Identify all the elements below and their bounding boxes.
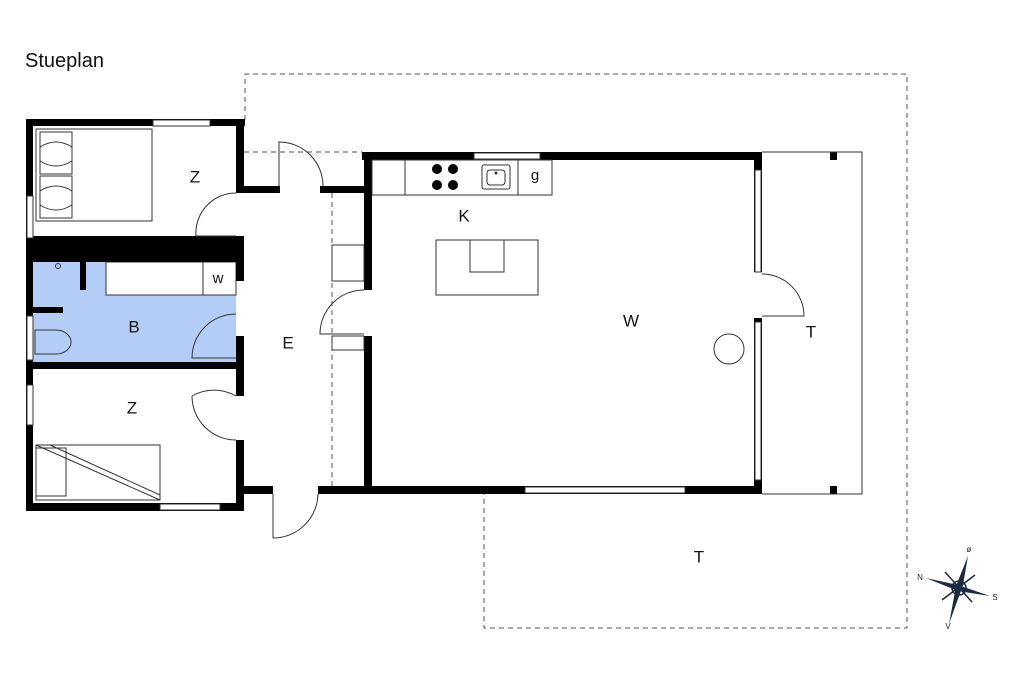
room-label-covered-terrace: T xyxy=(806,322,816,341)
plan-title: Stueplan xyxy=(25,50,104,72)
room-label-bedroom-top: Z xyxy=(190,167,200,186)
roof-outline xyxy=(244,73,908,629)
room-label-washer: w xyxy=(212,270,224,287)
compass-south: S xyxy=(992,593,997,602)
room-label-bathroom: B xyxy=(128,317,139,336)
compass-north: N xyxy=(917,573,923,582)
room-label-open-terrace: T xyxy=(694,547,704,566)
room-label-entrance: E xyxy=(282,333,293,352)
room-label-kitchen: K xyxy=(458,206,470,225)
sink-icon xyxy=(481,164,511,190)
doors[interactable] xyxy=(191,141,805,539)
windows xyxy=(26,119,762,511)
room-label-fridge: g xyxy=(531,167,539,184)
covered-terrace-outline xyxy=(762,151,863,495)
furniture xyxy=(34,128,745,501)
compass-east: ø xyxy=(967,545,972,554)
stove-icon xyxy=(432,164,458,190)
compass-west: V xyxy=(945,622,951,631)
room-label-bedroom-bottom: Z xyxy=(127,398,137,417)
compass-rose-icon: ø N S V xyxy=(917,545,998,631)
room-label-living: W xyxy=(623,311,639,330)
bath-counter xyxy=(105,261,237,296)
